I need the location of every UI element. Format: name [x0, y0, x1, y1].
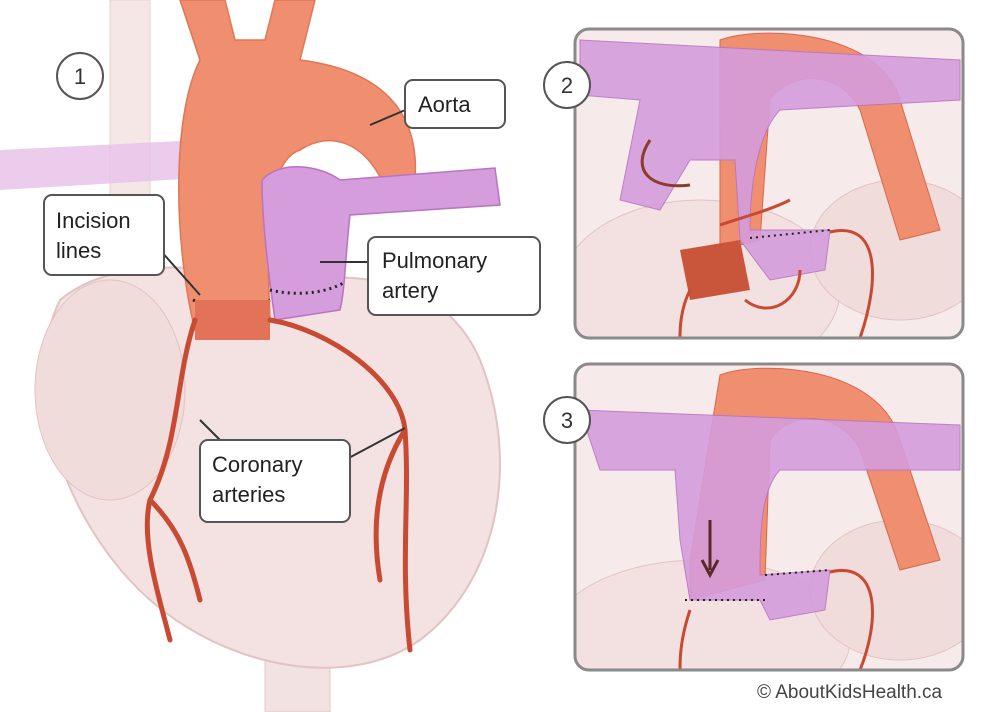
coronary-button: [680, 240, 750, 300]
label-coronary-line2: arteries: [212, 482, 285, 507]
callout-aorta: Aorta: [369, 79, 506, 129]
right-atrium: [34, 279, 186, 501]
arrow: [744, 269, 802, 310]
copyright-notice: © AboutKidsHealth.ca: [757, 682, 943, 703]
label-incision-line2: lines: [56, 238, 101, 263]
step-1-number: 1: [74, 64, 86, 89]
arrow: [700, 520, 720, 579]
suture-line: [749, 229, 831, 239]
label-aorta: Aorta: [418, 92, 471, 117]
suture-line: [685, 569, 831, 601]
callout-coronary-arteries: Coronary arteries: [199, 419, 406, 523]
pulmonary-incision-line: [269, 280, 346, 295]
step-1-badge: [56, 52, 104, 100]
aortic-root: [195, 300, 270, 340]
step-3-number: 3: [561, 408, 573, 433]
arrow: [640, 139, 691, 188]
pulmonary-branch-left: [0, 140, 200, 190]
callout-incision-lines: Incision lines: [43, 194, 201, 296]
aorta: [178, 0, 417, 331]
step-2-badge: [543, 61, 591, 109]
label-pulmonary-line2: artery: [382, 278, 438, 303]
pulmonary-artery: [579, 39, 961, 281]
coronary-artery: [678, 229, 874, 338]
pulmonary-artery: [579, 409, 961, 621]
callout-pulmonary-artery: Pulmonary artery: [320, 236, 541, 316]
pulmonary-artery: [261, 166, 501, 321]
step-2-number: 2: [561, 73, 573, 98]
arrow: [719, 198, 791, 227]
step-3-badge: [543, 396, 591, 444]
label-pulmonary-line1: Pulmonary: [382, 248, 487, 273]
panel-3-reconnection: 3: [543, 362, 965, 672]
label-coronary-line1: Coronary: [212, 452, 302, 477]
coronary-artery: [678, 568, 874, 670]
panel-1-heart-overview: 1 Aorta Incision lines Pulmonary artery …: [0, 0, 541, 712]
label-incision-line1: Incision: [56, 208, 131, 233]
coronary-arteries: [144, 317, 413, 653]
panel-2-coronary-transfer: 2: [543, 27, 965, 340]
